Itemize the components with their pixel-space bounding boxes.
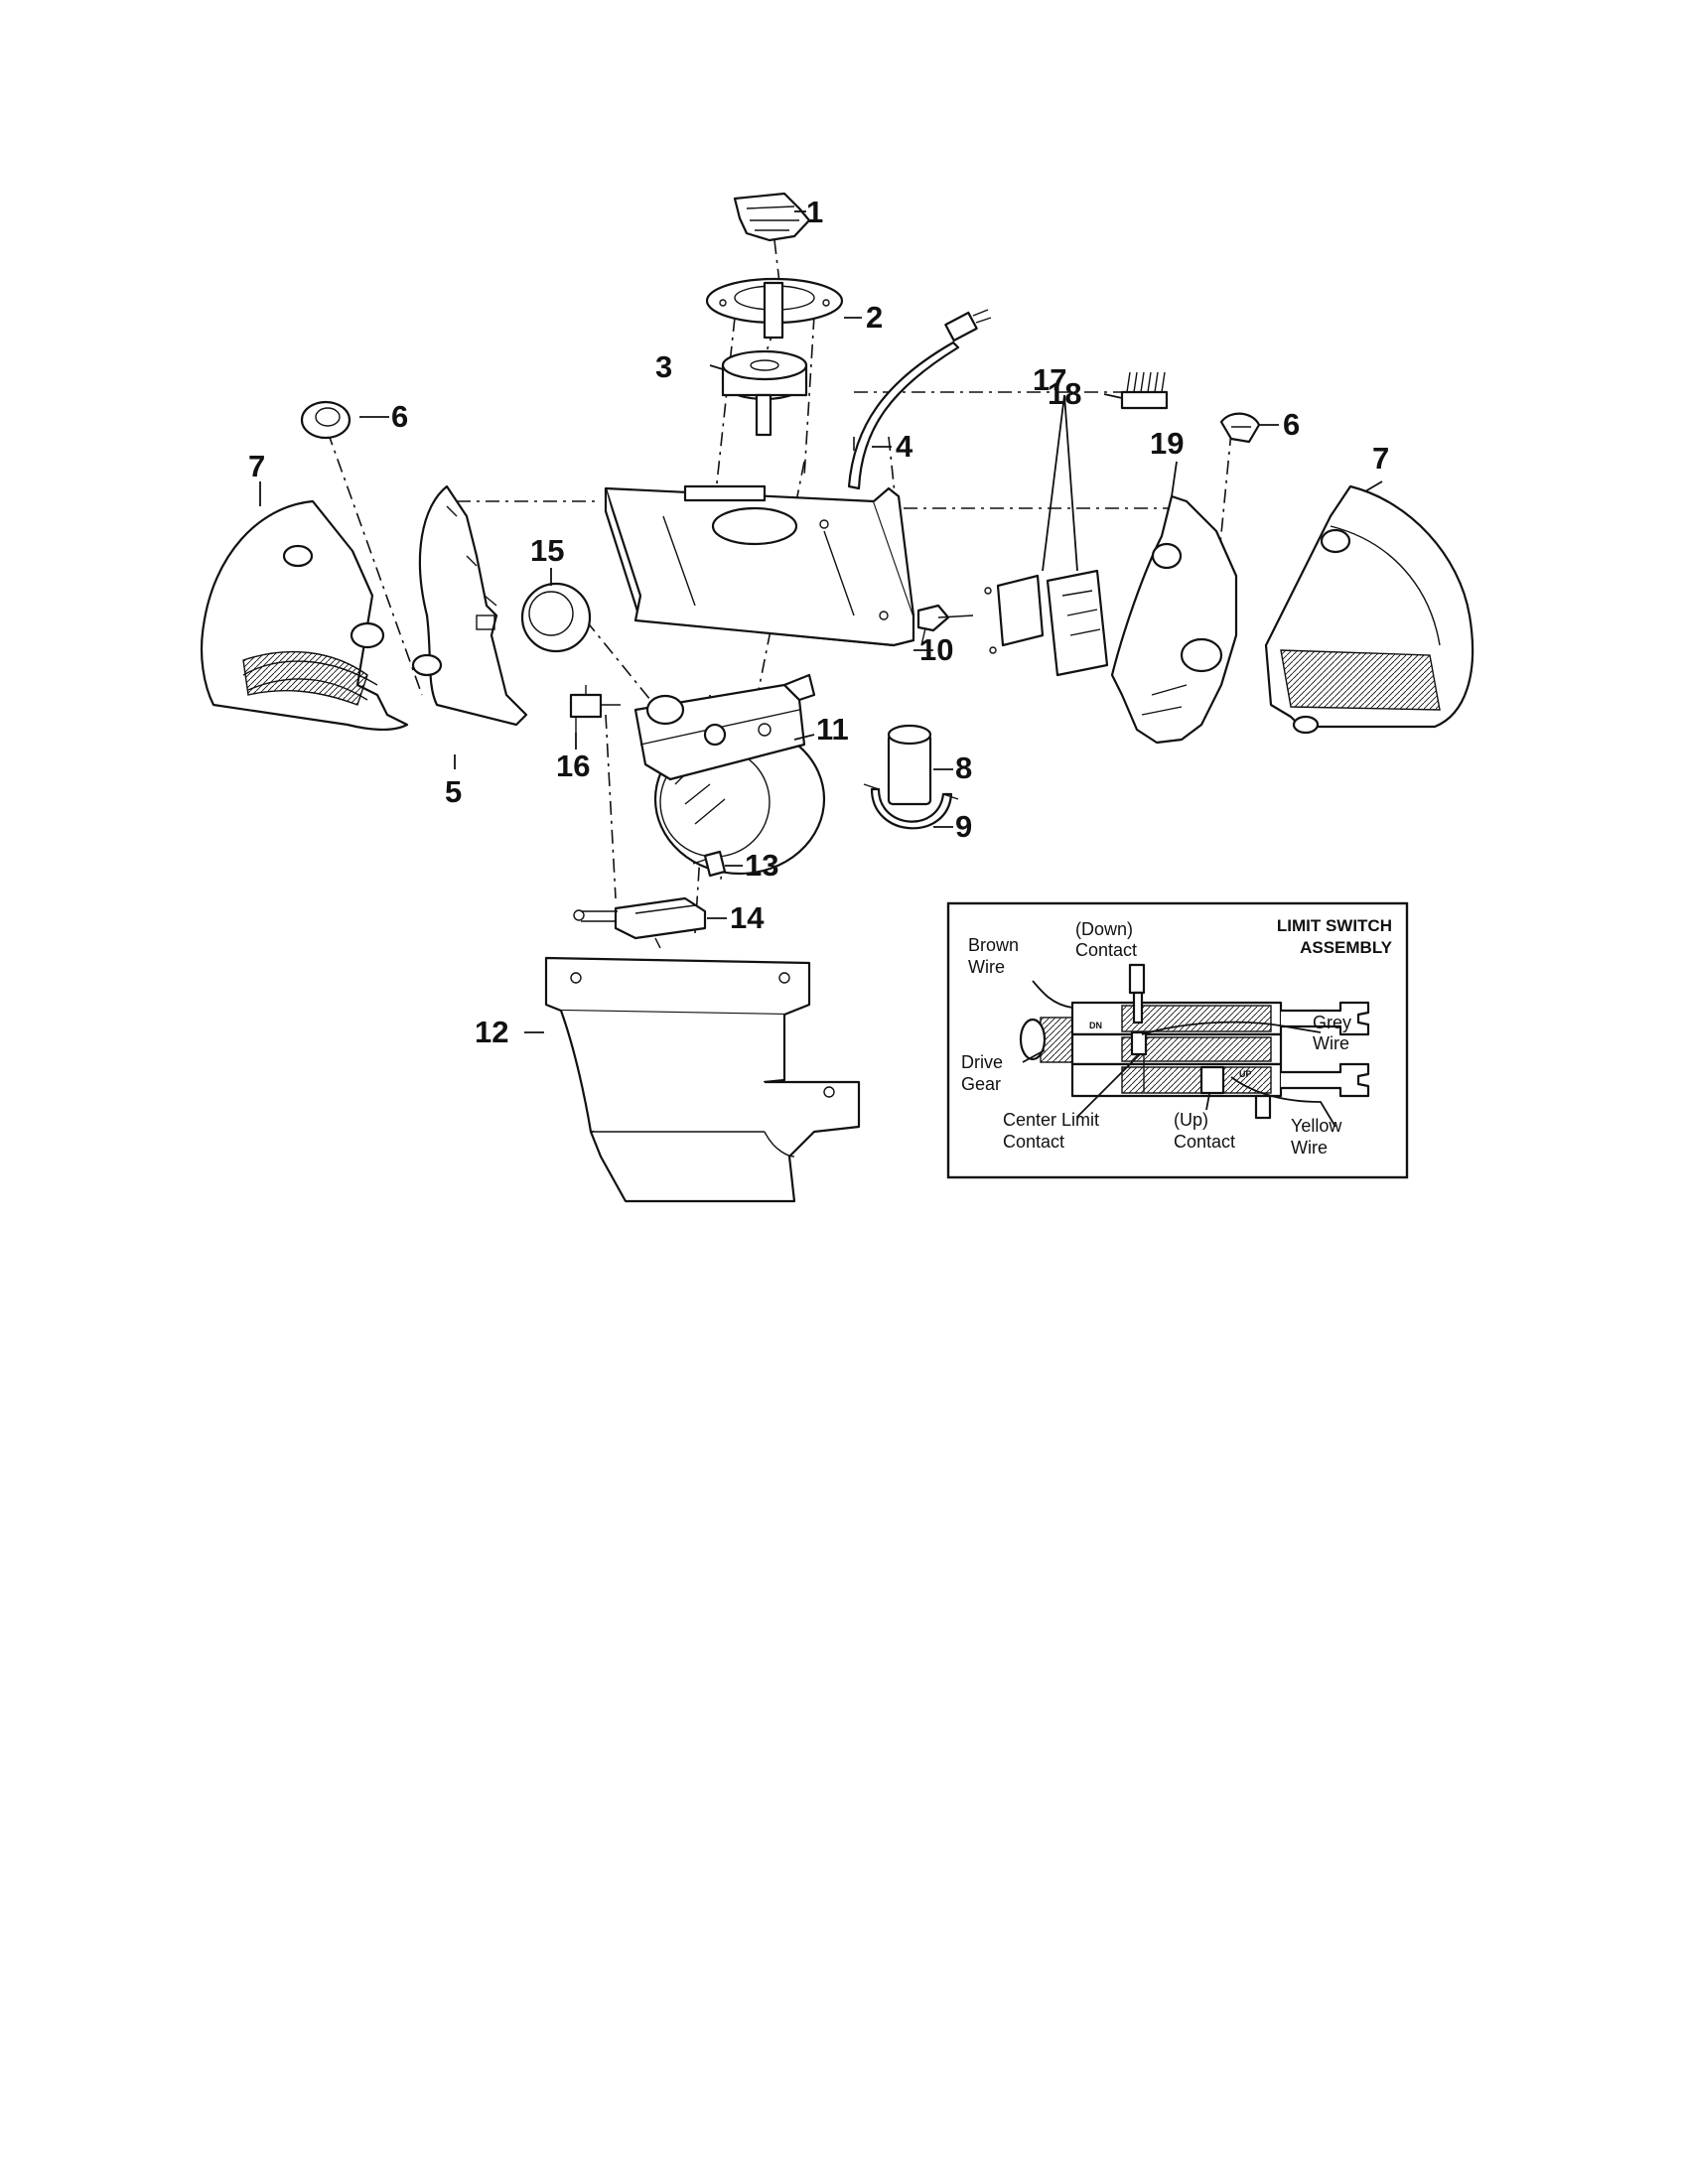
- part-13-clip: [692, 850, 727, 878]
- inset-label-down-2: Contact: [1075, 940, 1137, 960]
- label-part-18: 18: [1048, 376, 1081, 411]
- part-6-left-lens: [300, 400, 351, 440]
- inset-label-drive-2: Gear: [961, 1074, 1001, 1094]
- leader-lines: [259, 210, 1383, 1033]
- part-10-light-socket: [916, 604, 974, 646]
- label-part-14: 14: [730, 900, 765, 935]
- center-limit-pointer: [1076, 1053, 1141, 1118]
- part-14-limit-switch: [573, 896, 707, 949]
- assembly-line: [1210, 431, 1232, 636]
- limit-switch-inset: LIMIT SWITCH ASSEMBLY: [946, 901, 1409, 1179]
- leader-3: [709, 364, 724, 370]
- leader-17: [1042, 394, 1078, 572]
- inset-mark-down: DN: [1089, 1021, 1102, 1030]
- inset-mark-up: UP: [1239, 1069, 1252, 1079]
- inset-label-up-2: Contact: [1174, 1132, 1235, 1152]
- part-6-right-lens: [1219, 412, 1261, 444]
- inset-label-yellow-1: Yellow: [1291, 1116, 1342, 1136]
- label-part-7-right: 7: [1372, 441, 1389, 476]
- label-part-15: 15: [530, 533, 564, 568]
- label-part-8: 8: [955, 751, 972, 785]
- label-part-19: 19: [1150, 426, 1184, 461]
- limit-switch-body: [1019, 963, 1370, 1120]
- part-19-end-panel: [1110, 494, 1238, 745]
- part-18-terminal-block: [1120, 371, 1169, 410]
- part-3-drive-pulley: [721, 349, 808, 437]
- label-part-2: 2: [866, 300, 883, 335]
- inset-label-center-1: Center Limit: [1003, 1110, 1099, 1130]
- yellow-wire: [1230, 1076, 1336, 1128]
- chassis: [604, 484, 915, 647]
- inset-label-yellow-2: Wire: [1291, 1138, 1328, 1158]
- grey-wire: [1141, 1021, 1322, 1035]
- assembly-line: [327, 431, 423, 696]
- label-part-12: 12: [475, 1015, 508, 1049]
- label-part-6-right: 6: [1283, 407, 1300, 442]
- label-part-17: 17: [1033, 362, 1066, 397]
- label-part-11: 11: [816, 712, 849, 747]
- inset-label-up-1: (Up): [1174, 1110, 1208, 1130]
- label-part-4: 4: [896, 429, 913, 464]
- label-part-16: 16: [556, 749, 590, 783]
- brown-wire: [1032, 980, 1073, 1009]
- leader-19: [1171, 461, 1178, 497]
- part-7-right-light-cover: [1264, 484, 1474, 735]
- assembly-line: [585, 619, 651, 701]
- assembly-line: [773, 239, 780, 284]
- drive-gear-pointer: [1022, 1049, 1046, 1063]
- inset-label-grey-2: Wire: [1313, 1033, 1349, 1053]
- inset-label-center-2: Contact: [1003, 1132, 1064, 1152]
- part-12-bottom-cover: [544, 956, 861, 1203]
- inset-title-line2: ASSEMBLY: [1300, 938, 1393, 957]
- leader-18: [1103, 393, 1123, 399]
- label-part-9: 9: [955, 809, 972, 844]
- part-7-left-light-cover: [200, 499, 409, 731]
- label-part-10: 10: [919, 632, 953, 667]
- inset-label-brown-1: Brown: [968, 935, 1019, 955]
- part-11-motor: [633, 673, 826, 876]
- part-labels: 1 2 3 4 5 6 6 7 7 8 9 10 11 12 13 14 15 …: [248, 195, 1389, 1049]
- part-1-drive-gear: [733, 192, 811, 242]
- label-part-7-left: 7: [248, 449, 265, 483]
- label-part-5: 5: [445, 774, 462, 809]
- part-15-cap: [520, 582, 592, 653]
- leader-7-right: [1364, 480, 1383, 492]
- part-16-switch: [569, 685, 621, 733]
- inset-label-drive-1: Drive: [961, 1052, 1003, 1072]
- label-part-13: 13: [745, 848, 778, 883]
- part-4-power-cord: [847, 309, 992, 490]
- part-8-capacitor: [887, 724, 932, 806]
- label-part-6-left: 6: [391, 399, 408, 434]
- inset-label-brown-2: Wire: [968, 957, 1005, 977]
- part-2-bearing-plate: [705, 277, 844, 340]
- inset-label-grey-1: Grey: [1313, 1013, 1351, 1032]
- part-17-logic-board: [984, 569, 1109, 677]
- leader-11: [793, 734, 815, 741]
- up-contact-pointer: [1205, 1093, 1210, 1111]
- assembly-line: [714, 317, 736, 502]
- assembly-line: [605, 714, 617, 899]
- inset-label-down-1: (Down): [1075, 919, 1133, 939]
- label-part-1: 1: [806, 195, 823, 229]
- label-part-3: 3: [655, 349, 672, 384]
- inset-title-line1: LIMIT SWITCH: [1277, 916, 1392, 935]
- part-9-capacitor-bracket: [863, 783, 959, 830]
- part-5-end-panel: [411, 484, 528, 727]
